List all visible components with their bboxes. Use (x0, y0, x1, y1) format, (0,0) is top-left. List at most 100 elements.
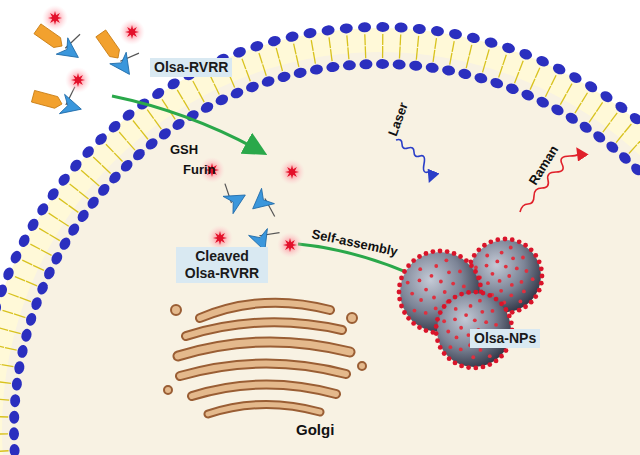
lipid-tail (545, 86, 550, 97)
dye-dot (432, 296, 436, 300)
dye-dot (464, 258, 469, 263)
lipid-head (229, 86, 245, 100)
lipid-head (598, 89, 614, 105)
dye-dot (443, 290, 447, 294)
lipid-tail (452, 41, 454, 52)
lipid-tail (279, 59, 282, 71)
dye-dot (495, 237, 500, 242)
dye-dot (499, 354, 504, 359)
dye-dot (434, 331, 439, 336)
dye-dot (419, 298, 423, 302)
lipid-tail (296, 55, 299, 67)
label-box: Cleaved Olsa-RVRR (176, 247, 268, 283)
dye-dot (430, 274, 434, 278)
lipid-head (425, 62, 439, 74)
lipid-tail (382, 34, 383, 45)
lipid-head (501, 41, 517, 55)
lipid-head (321, 25, 335, 37)
lipid-head (24, 312, 37, 327)
dye-dot (517, 308, 522, 313)
lipid-head (150, 86, 166, 102)
lipid-tail (5, 348, 17, 351)
molecules (30, 5, 305, 258)
lipid-tail (399, 47, 401, 59)
lipid-tail (0, 328, 8, 331)
lipid-head (535, 54, 551, 68)
nanoparticles (397, 237, 545, 371)
lipid-head (9, 427, 19, 440)
dye-dot (424, 328, 429, 333)
dye-dot (418, 279, 422, 283)
lipid-tail (450, 53, 452, 65)
dye-dot (488, 354, 492, 358)
dye-dot (444, 258, 448, 262)
nanoparticle (469, 240, 541, 312)
lipid-tail (140, 130, 147, 139)
lipid-head (409, 60, 423, 71)
lipid-head (0, 300, 3, 315)
dye-dot (517, 239, 522, 244)
dye-dot (466, 365, 471, 370)
lipid-head (267, 35, 282, 48)
dye-dot (533, 253, 538, 258)
lipid-tail (49, 235, 59, 241)
lipid-head (412, 23, 426, 34)
lipid-head (16, 344, 29, 359)
peptide-block (31, 90, 63, 109)
lipid-tail (596, 102, 602, 111)
dye-dot (478, 282, 483, 287)
lipid-tail (59, 220, 69, 227)
peptide-block (96, 30, 123, 61)
dye-dot (455, 336, 459, 340)
lipid-tail (364, 34, 366, 45)
lipid-head (245, 80, 261, 94)
lipid-head (441, 64, 456, 76)
dye-dot (476, 276, 481, 281)
lipid-head (9, 249, 24, 265)
dye-dot (453, 295, 458, 300)
dye-dot (466, 290, 471, 295)
lipid-tail (162, 99, 168, 108)
olsa-molecule (246, 188, 281, 224)
dye-dot (533, 294, 538, 299)
lipid-head (293, 67, 308, 80)
lipid-tail (90, 178, 99, 186)
dye-dot (498, 279, 502, 283)
lipid-tail (114, 153, 122, 162)
lipid-head (170, 117, 186, 133)
lipid-tail (199, 92, 205, 103)
lipid-head (326, 61, 340, 73)
lipid-tail (575, 103, 581, 113)
lipid-tail (183, 100, 189, 110)
dye-dot (485, 254, 489, 258)
lipid-tail (567, 84, 572, 94)
dye-dot (402, 310, 407, 315)
lipid-head (66, 221, 81, 237)
lipid-tail (102, 165, 111, 173)
lipid-head (13, 360, 25, 375)
lipid-head (68, 157, 84, 173)
lipid-tail (41, 250, 52, 256)
dye-dot (509, 320, 514, 325)
lipid-tail (22, 260, 32, 265)
lipid-tail (214, 84, 219, 95)
lipid-head (96, 182, 112, 198)
lipid-head (457, 68, 472, 81)
lipid-tail (530, 79, 535, 90)
dye-glow (42, 5, 68, 31)
dye-dot (459, 292, 464, 297)
dye-dot (406, 263, 411, 268)
lipid-tail (331, 49, 333, 61)
dye-dot (454, 307, 458, 311)
lipid-bilayer (0, 22, 640, 455)
lipid-tail (14, 314, 25, 318)
lipid-head (119, 158, 135, 174)
dye-dot (509, 293, 513, 297)
olsa-block (246, 188, 274, 216)
dye-dot (494, 323, 498, 327)
dye-dot (439, 280, 443, 284)
lipid-head (551, 62, 567, 77)
lipid-head (57, 236, 72, 252)
dye-dot (410, 292, 414, 296)
dye-dot (485, 264, 489, 268)
